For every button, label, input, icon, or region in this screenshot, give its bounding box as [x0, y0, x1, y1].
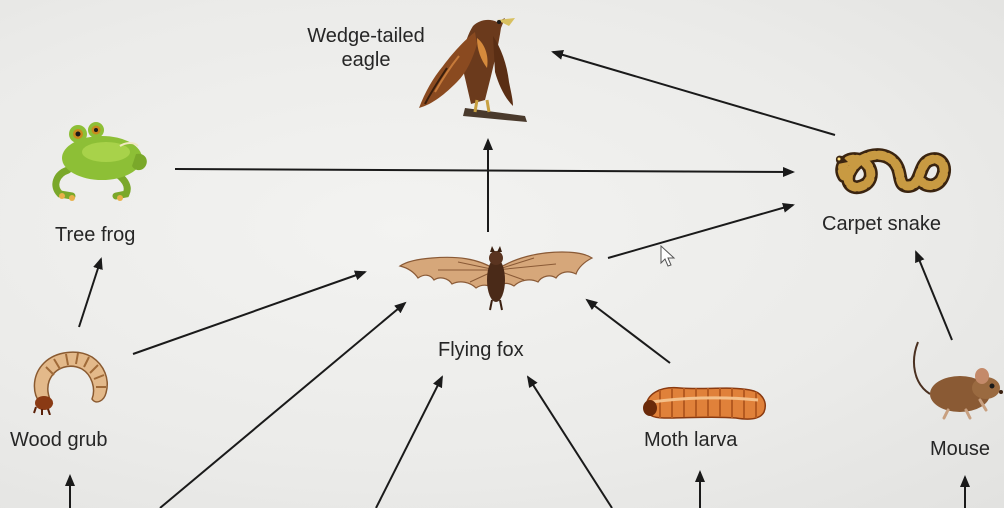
eagle-label: Wedge-tailed eagle [290, 24, 442, 72]
carpet-snake-label: Carpet snake [822, 212, 941, 236]
mouse-icon [908, 338, 1004, 420]
snake-icon [830, 120, 954, 200]
bat-icon [398, 240, 594, 316]
arrow-offscreen-to-flyingfox-1 [160, 303, 405, 508]
arrow-grub-to-frog [79, 259, 101, 327]
wood-grub-label: Wood grub [10, 428, 107, 452]
tree-frog-label: Tree frog [55, 223, 135, 247]
eagle-label-line2: eagle [290, 48, 442, 72]
mouse-label: Mouse [930, 437, 990, 461]
moth-larva-label: Moth larva [644, 428, 737, 452]
arrow-grub-to-flyingfox [133, 272, 365, 354]
arrow-frog-to-snake [175, 169, 793, 172]
cursor-arrow-icon [660, 245, 676, 269]
arrow-snake-to-eagle [553, 52, 835, 135]
arrow-offscreen-to-flyingfox-2 [376, 377, 442, 508]
grub-icon [26, 345, 116, 415]
arrow-flyingfox-to-snake [608, 205, 793, 258]
flying-fox-label: Flying fox [438, 338, 524, 362]
arrow-mouse-to-snake [916, 252, 952, 340]
frog-icon [50, 112, 154, 204]
arrow-larva-to-flyingfox [587, 300, 670, 363]
arrow-offscreen-to-flyingfox-3 [528, 377, 612, 508]
eagle-label-line1: Wedge-tailed [290, 24, 442, 48]
larva-icon [640, 380, 770, 424]
